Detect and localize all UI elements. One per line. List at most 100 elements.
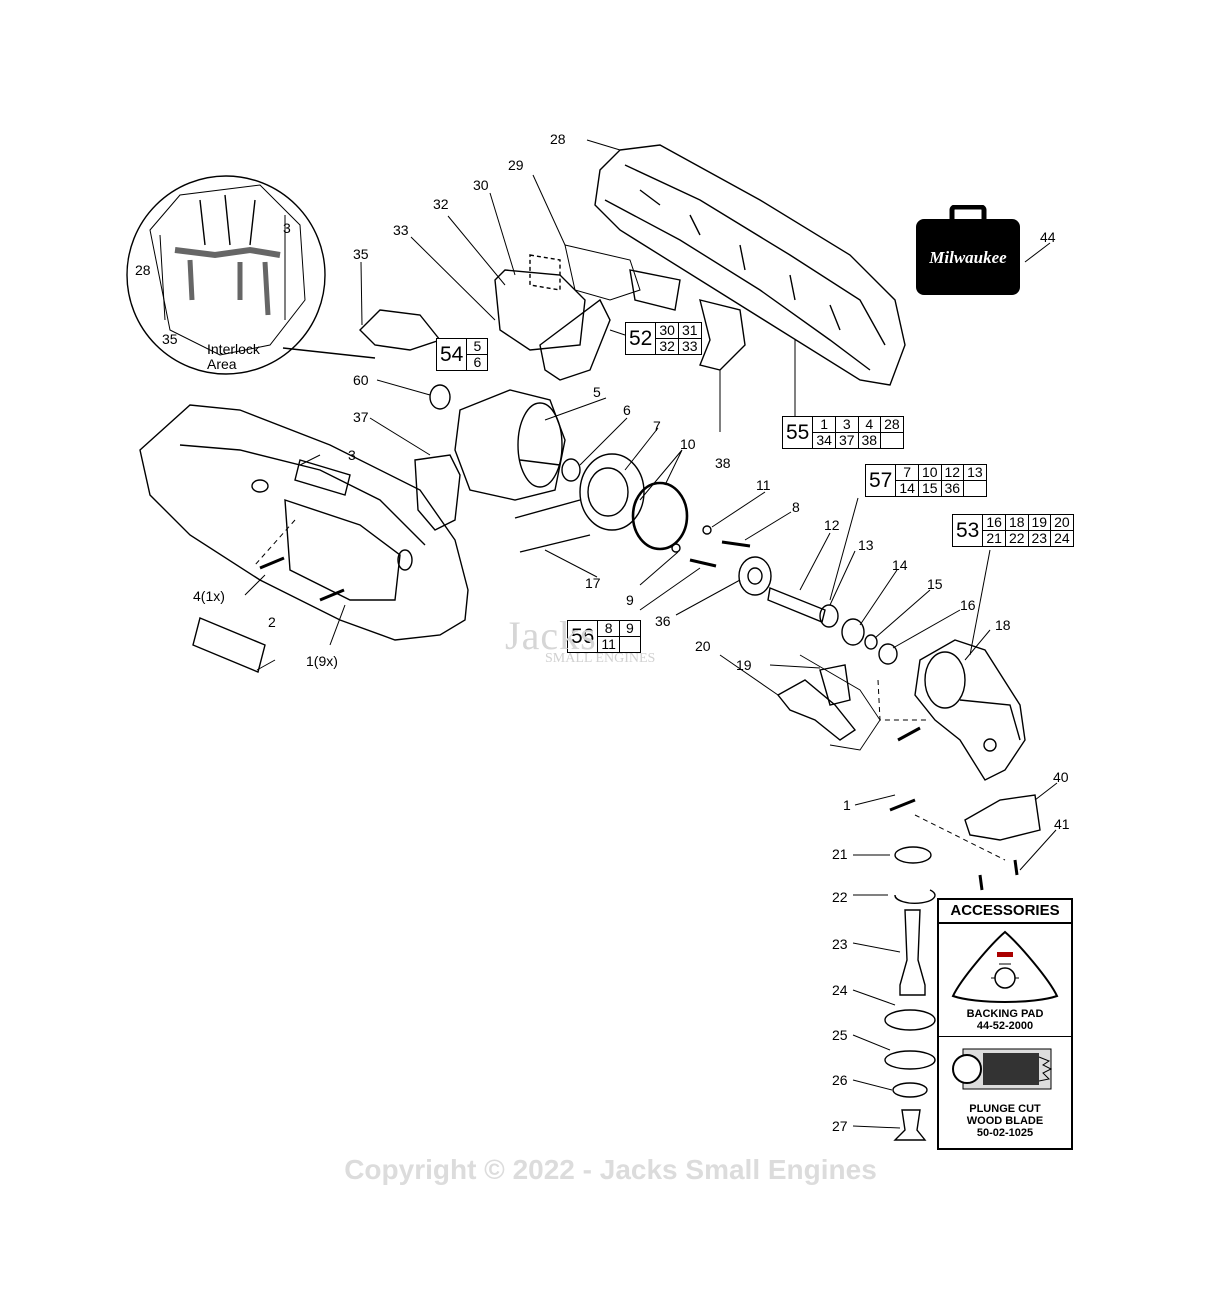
callout-35: 35 bbox=[353, 246, 369, 262]
kit-cell: 37 bbox=[834, 432, 859, 448]
gear-head-18 bbox=[914, 639, 1026, 781]
screw-1a bbox=[897, 726, 921, 742]
ring-22 bbox=[894, 889, 936, 904]
accessory-wood-blade: PLUNGE CUT WOOD BLADE 50-02-1025 bbox=[939, 1037, 1071, 1149]
kit-cell: 19 bbox=[1027, 515, 1052, 531]
callout-30: 30 bbox=[473, 177, 489, 193]
callout-23: 23 bbox=[832, 936, 848, 952]
watermark: Jacks SMALL ENGINES bbox=[505, 612, 655, 667]
washer-14 bbox=[841, 618, 865, 646]
callout-28-detail: 28 bbox=[135, 262, 151, 278]
seal-60 bbox=[429, 384, 451, 410]
callout-38: 38 bbox=[715, 455, 731, 471]
screw-8b bbox=[689, 558, 717, 568]
accessories-title: ACCESSORIES bbox=[939, 900, 1071, 924]
kit-cell: 1 bbox=[813, 417, 836, 433]
interlock-detail-view bbox=[126, 175, 376, 375]
screw-41 bbox=[1013, 859, 1019, 876]
watermark-line2: SMALL ENGINES bbox=[545, 651, 656, 666]
callout-7: 7 bbox=[653, 418, 661, 434]
motor-5 bbox=[454, 389, 566, 501]
fan-6 bbox=[561, 458, 581, 482]
callout-15: 15 bbox=[927, 576, 943, 592]
callout-60: 60 bbox=[353, 372, 369, 388]
callout-4: 4(1x) bbox=[193, 588, 225, 604]
clip-35 bbox=[359, 309, 442, 351]
kit-cell: 16 bbox=[983, 515, 1006, 531]
callout-29: 29 bbox=[508, 157, 524, 173]
kit-cell: 20 bbox=[1050, 515, 1073, 531]
callout-37: 37 bbox=[353, 409, 369, 425]
screw-1b bbox=[889, 798, 916, 812]
callout-1: 1 bbox=[843, 797, 851, 813]
kit-54: 54 5 6 bbox=[436, 338, 489, 371]
spindle-23 bbox=[899, 909, 926, 996]
wood-blade-icon bbox=[952, 1048, 1053, 1090]
interlock-area-label: Interlock Area bbox=[207, 342, 260, 372]
backing-pad-icon bbox=[951, 930, 1059, 1003]
kit-cell: 30 bbox=[656, 323, 679, 339]
kit-cell: 18 bbox=[1004, 515, 1029, 531]
callout-41: 41 bbox=[1054, 816, 1070, 832]
kit-cell: 24 bbox=[1050, 530, 1073, 546]
kit-cell bbox=[880, 432, 903, 448]
callout-44: 44 bbox=[1040, 229, 1056, 245]
kit-cell: 3 bbox=[834, 417, 859, 433]
callout-13: 13 bbox=[858, 537, 874, 553]
o-ring-10 bbox=[631, 481, 689, 551]
kit-52-id: 52 bbox=[626, 323, 657, 354]
collar-38 bbox=[699, 299, 746, 371]
kit-cell: 28 bbox=[880, 417, 903, 433]
kit-54-id: 54 bbox=[437, 339, 468, 370]
callout-33: 33 bbox=[393, 222, 409, 238]
kit-cell: 33 bbox=[677, 338, 701, 354]
callout-35-detail: 35 bbox=[162, 331, 178, 347]
callout-26: 26 bbox=[832, 1072, 848, 1088]
kit-cell: 14 bbox=[896, 480, 919, 496]
callout-24: 24 bbox=[832, 982, 848, 998]
kit-cell: 31 bbox=[677, 323, 701, 339]
pins-17 bbox=[514, 499, 591, 553]
callout-17: 17 bbox=[585, 575, 601, 591]
bearing-13 bbox=[819, 604, 839, 628]
kit-55-id: 55 bbox=[783, 417, 814, 448]
callout-32: 32 bbox=[433, 196, 449, 212]
kit-cell: 12 bbox=[940, 465, 965, 481]
kit-cell: 36 bbox=[940, 480, 965, 496]
interlock-label-line2: Area bbox=[207, 356, 237, 372]
kit-cell: 23 bbox=[1027, 530, 1052, 546]
bushing-16 bbox=[878, 643, 898, 665]
callout-10: 10 bbox=[680, 436, 696, 452]
wood-blade-name-2: WOOD BLADE bbox=[966, 1115, 1044, 1127]
shaft-12 bbox=[767, 587, 826, 623]
callout-9: 9 bbox=[626, 592, 634, 608]
accessory-backing-pad: BACKING PAD 44-52-2000 bbox=[939, 924, 1071, 1037]
interlock-label-line1: Interlock bbox=[207, 341, 260, 357]
callout-18: 18 bbox=[995, 617, 1011, 633]
screw-41b bbox=[978, 874, 984, 891]
callout-1-9x: 1(9x) bbox=[306, 653, 338, 669]
flange-26 bbox=[892, 1082, 928, 1098]
kit-cell: 34 bbox=[813, 432, 836, 448]
kit-cell bbox=[618, 636, 640, 652]
switch-assembly bbox=[494, 244, 681, 381]
callout-12: 12 bbox=[824, 517, 840, 533]
wood-blade-name-1: PLUNGE CUT bbox=[969, 1103, 1041, 1115]
kit-cell: 32 bbox=[656, 338, 679, 354]
kit-56-id: 56 bbox=[568, 621, 599, 652]
callout-5: 5 bbox=[593, 384, 601, 400]
accessories-panel: ACCESSORIES BACKING PAD 44-52-2000 PLUNG… bbox=[937, 898, 1073, 1150]
wood-blade-part: 50-02-1025 bbox=[976, 1127, 1034, 1139]
callout-25: 25 bbox=[832, 1027, 848, 1043]
bearing-36 bbox=[738, 556, 772, 596]
backing-pad-name: BACKING PAD bbox=[966, 1008, 1044, 1020]
guard-40 bbox=[964, 794, 1041, 841]
callout-2: 2 bbox=[268, 614, 276, 630]
clip-15 bbox=[864, 634, 878, 650]
screw-27 bbox=[893, 1109, 927, 1141]
kit-cell: 21 bbox=[983, 530, 1006, 546]
callout-40: 40 bbox=[1053, 769, 1069, 785]
